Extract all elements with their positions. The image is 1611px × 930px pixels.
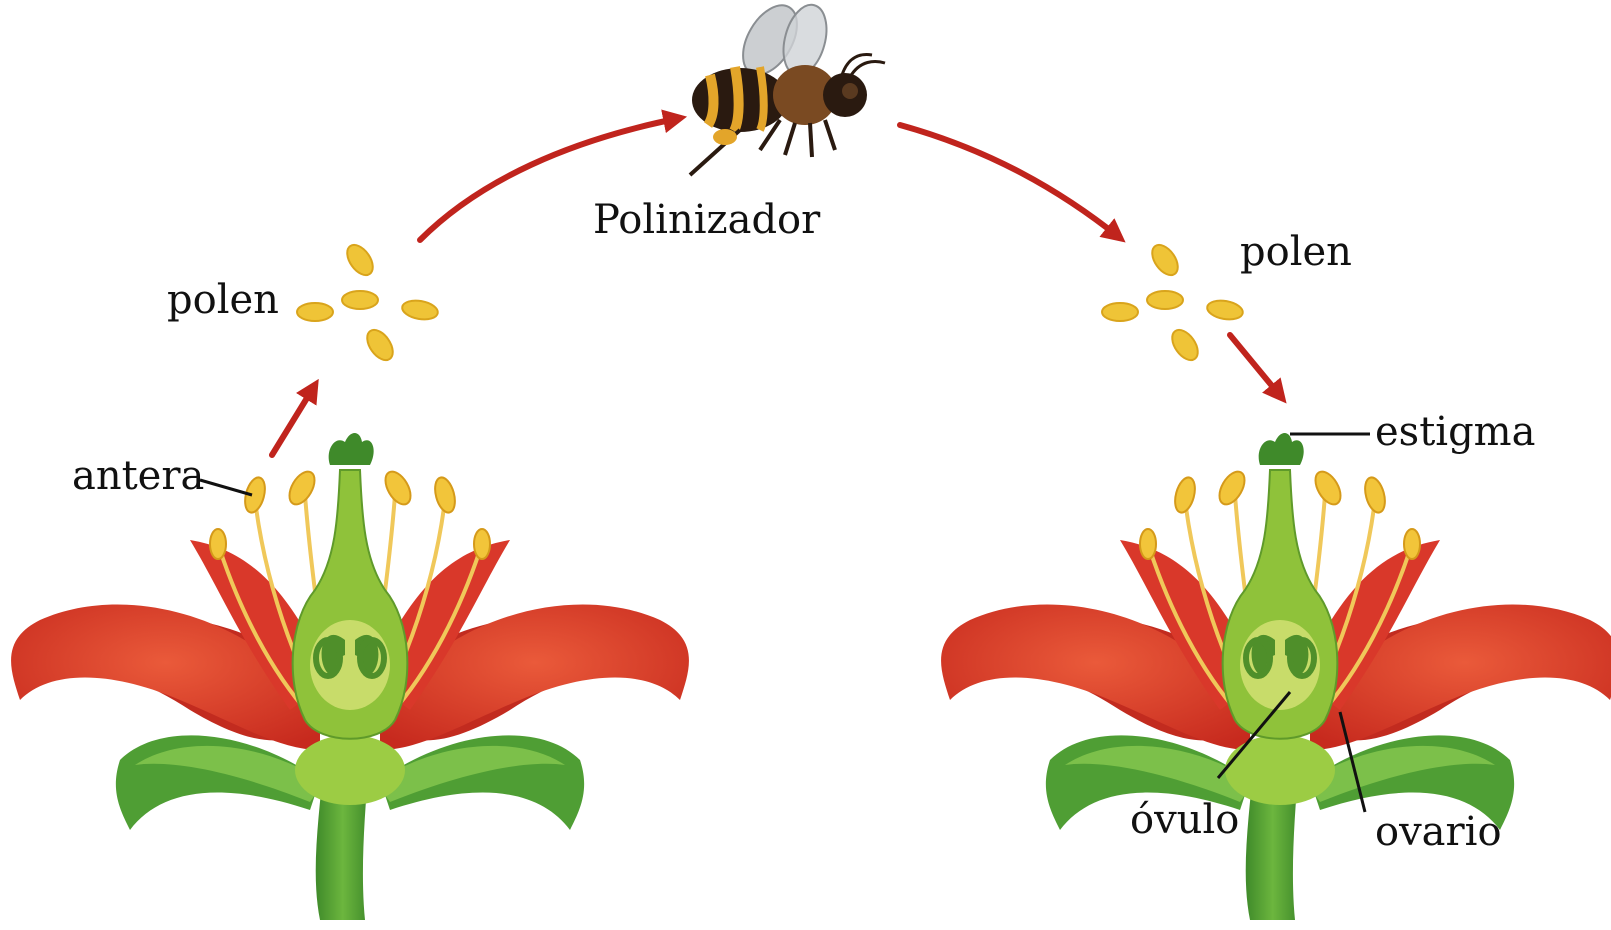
antera-leader: [200, 480, 252, 495]
arrow-pollen-to-stigma: [1230, 335, 1282, 398]
stigma-label: estigma: [1375, 412, 1535, 452]
right-flower: [941, 433, 1611, 920]
anther-label: antera: [72, 456, 204, 496]
arrow-bee-to-pollen: [900, 125, 1120, 238]
pollen-right: [1102, 240, 1244, 364]
ovule-label: óvulo: [1130, 800, 1239, 840]
cycle-arrows: [272, 118, 1282, 455]
pollen-right-label: polen: [1240, 232, 1352, 272]
ovary-label: ovario: [1375, 812, 1502, 852]
pollen-left: [297, 240, 439, 364]
arrow-anther-to-pollen: [272, 385, 315, 455]
left-flower: [11, 433, 689, 920]
pollen-left-label: polen: [167, 280, 279, 320]
pollinator-label: Polinizador: [593, 200, 820, 240]
bee-icon: [690, 0, 885, 175]
